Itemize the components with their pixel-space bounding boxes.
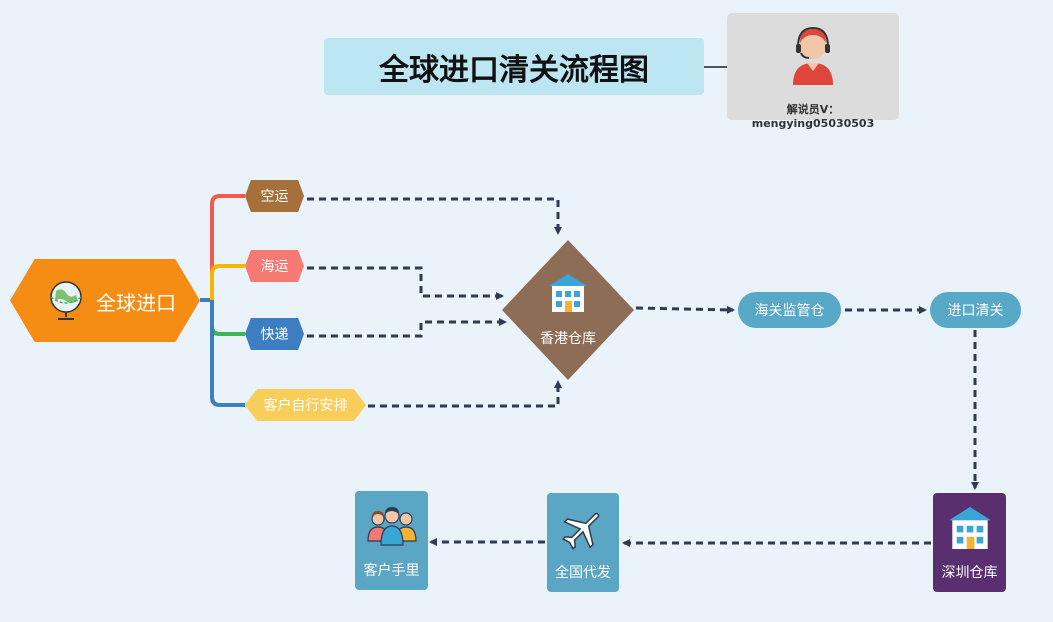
tile-label: 深圳仓库 — [941, 565, 998, 581]
customers-icon — [366, 507, 417, 546]
route-sea[interactable]: 海运 — [245, 250, 304, 282]
hub-hk-warehouse[interactable] — [502, 240, 634, 380]
tile-shenzhen-warehouse[interactable]: 深圳仓库 — [933, 493, 1006, 592]
tile-nationwide-dispatch[interactable]: 全国代发 — [547, 493, 619, 592]
route-air[interactable]: 空运 — [245, 180, 304, 212]
page-title: 全球进口清关流程图 — [324, 38, 704, 95]
warehouse-icon — [549, 274, 587, 312]
title-connector — [704, 66, 728, 68]
narrator-label: 解说员V：mengying05030503 — [751, 103, 875, 130]
airplane-icon — [561, 512, 600, 551]
arrow-sea-hub — [307, 266, 504, 300]
step-customs-warehouse[interactable]: 海关监管仓 — [738, 292, 841, 328]
warehouse-icon — [948, 507, 991, 549]
globe-icon — [50, 281, 82, 320]
route-express[interactable]: 快递 — [245, 318, 304, 350]
step-import-clearance[interactable]: 进口清关 — [930, 292, 1021, 328]
root-label: 全球进口 — [96, 291, 176, 315]
arrow-self-hub — [368, 380, 562, 408]
route-self-arranged[interactable]: 客户自行安排 — [245, 389, 366, 421]
tile-label: 客户手里 — [363, 563, 420, 579]
branch-sea — [210, 264, 245, 300]
arrow-hub-customs — [635, 305, 735, 314]
arrow-express-hub — [307, 318, 507, 338]
arrow-air-hub — [307, 197, 562, 235]
narrator-card: 解说员V：mengying05030503 — [727, 13, 899, 130]
branch-air — [210, 194, 245, 300]
branch-self — [210, 300, 245, 407]
root-node[interactable]: 全球进口 — [10, 259, 200, 342]
headset-agent-icon — [793, 26, 833, 85]
tile-label: 全国代发 — [555, 565, 611, 581]
branch-express — [210, 300, 245, 336]
tile-customer-hands[interactable]: 客户手里 — [355, 491, 428, 590]
hub-label: 香港仓库 — [540, 331, 596, 347]
